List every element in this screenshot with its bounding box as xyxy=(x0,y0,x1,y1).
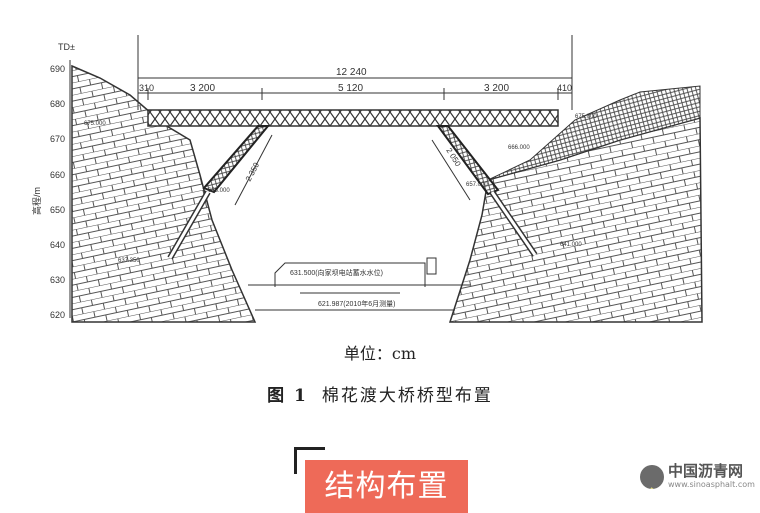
left-strut-length: 2 350 xyxy=(244,161,262,183)
dim-left-end: 310 xyxy=(139,83,154,93)
corner-bracket-decoration xyxy=(294,447,325,474)
dimension-lines xyxy=(137,35,573,110)
y-tick: 650 xyxy=(50,205,65,215)
dim-span-right: 3 200 xyxy=(484,83,509,94)
elevation-axis: TD± 690 680 670 660 650 640 630 620 高程/m xyxy=(31,42,75,320)
y-tick: 680 xyxy=(50,99,65,109)
deck-truss xyxy=(147,109,559,127)
unit-note: 单位：cm xyxy=(343,344,417,363)
riverbed-and-water: 631.500(向家坝电站蓄水水位) 621.987(2010年6月测量) xyxy=(248,257,470,311)
dim-right-end: 410 xyxy=(557,83,572,93)
figure-number: 图 1 xyxy=(267,386,308,406)
left-rock-terrain xyxy=(71,64,257,323)
section-banner: 结构布置 xyxy=(305,460,468,513)
water-level-label: 631.500(向家坝电站蓄水水位) xyxy=(290,268,383,277)
riverbed-label: 621.987(2010年6月测量) xyxy=(318,299,395,308)
right-abutment-elevation: 675.000 xyxy=(575,114,597,120)
logo-name: 中国沥青网 xyxy=(668,462,744,480)
site-logo[interactable]: 中国沥青网 www.sinoasphalt.com xyxy=(640,463,755,490)
left-leg-base-elevation: 637.350 xyxy=(118,258,140,264)
left-abutment-elevation: 675.000 xyxy=(84,121,106,127)
logo-url: www.sinoasphalt.com xyxy=(668,480,755,489)
y-tick: 670 xyxy=(50,134,65,144)
right-fill-slope xyxy=(487,85,701,181)
y-tick: 630 xyxy=(50,275,65,285)
axis-unit-mark: TD± xyxy=(58,42,75,52)
y-tick: 620 xyxy=(50,310,65,320)
y-tick: 660 xyxy=(50,170,65,180)
right-strut-base-elevation: 657.000 xyxy=(466,182,488,188)
dim-span-mid: 5 120 xyxy=(338,83,363,94)
bridge-layout-diagram: TD± 690 680 670 660 650 640 630 620 高程/m… xyxy=(31,35,703,323)
dim-span-left: 3 200 xyxy=(190,83,215,94)
road-logo-icon xyxy=(640,464,664,489)
y-tick: 690 xyxy=(50,64,65,74)
y-tick: 640 xyxy=(50,240,65,250)
figure-caption: 图 1 棉花渡大桥桥型布置 xyxy=(0,381,760,406)
right-upper-elevation: 666.000 xyxy=(508,145,530,151)
left-strut-base-elevation: 655.000 xyxy=(208,188,230,194)
dim-total: 12 240 xyxy=(336,67,367,78)
figure-title: 棉花渡大桥桥型布置 xyxy=(321,386,493,406)
right-leg-base-elevation: 641.000 xyxy=(560,242,582,248)
y-axis-label: 高程/m xyxy=(31,187,42,215)
